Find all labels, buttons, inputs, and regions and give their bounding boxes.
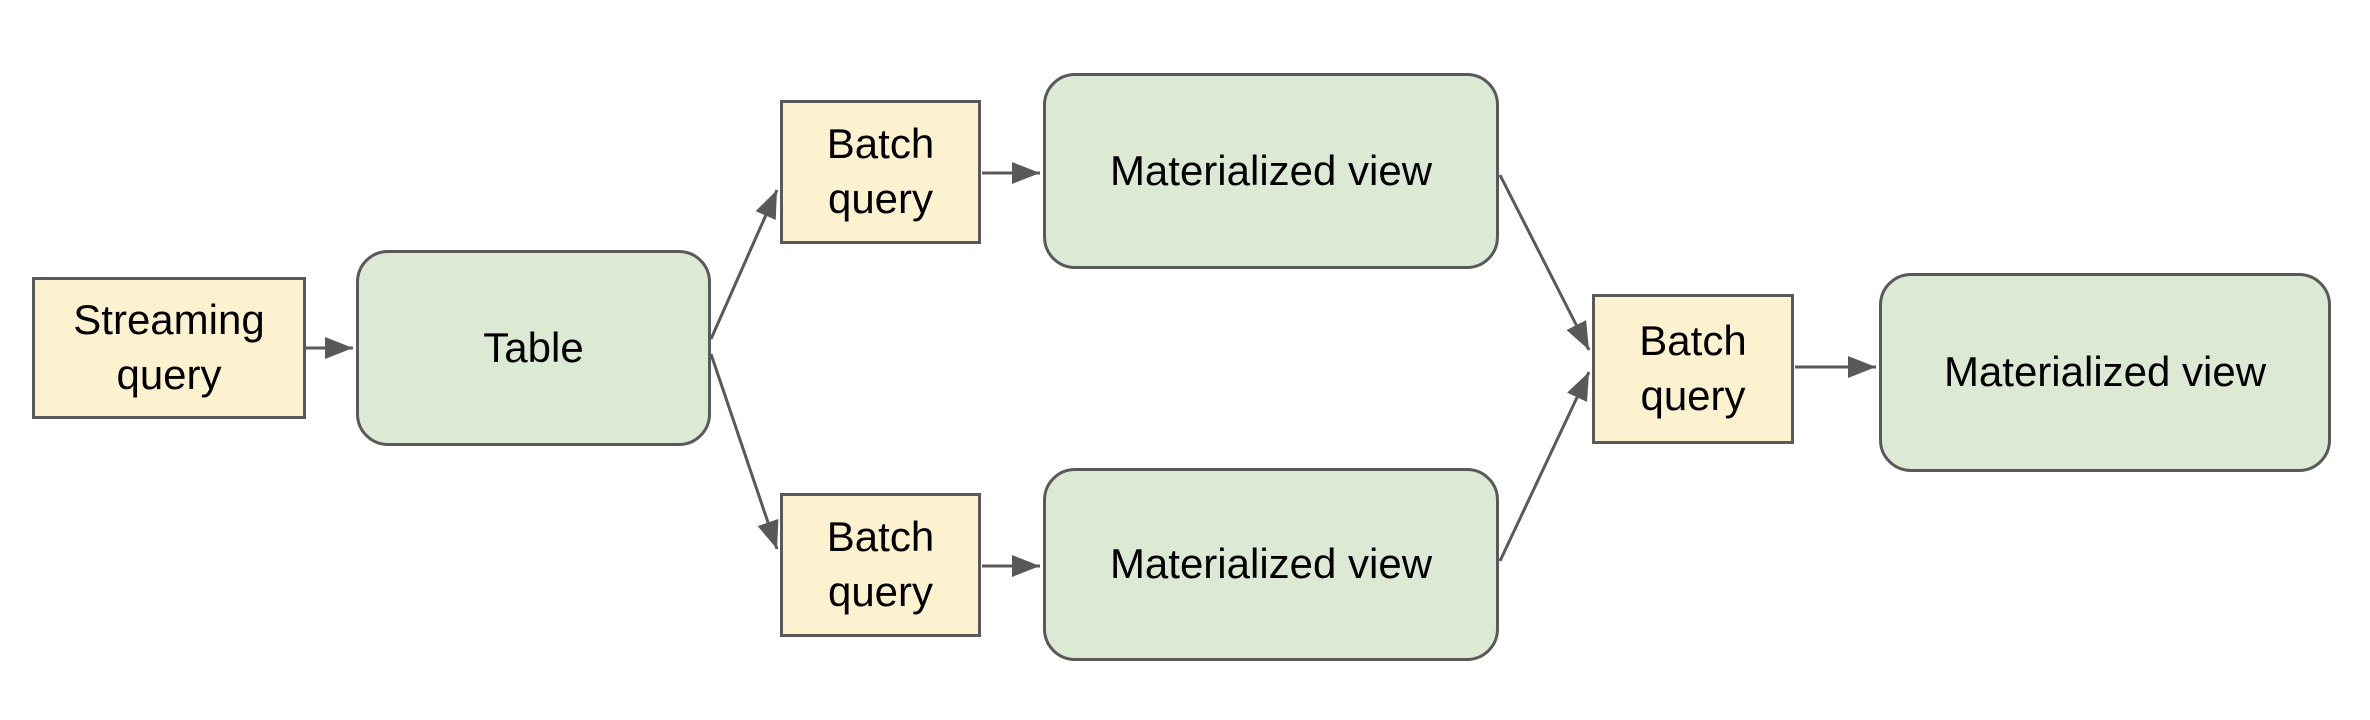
table-node: Table	[356, 250, 711, 446]
batch-query-top-label: Batch query	[826, 120, 935, 222]
streaming-query-node: Streaming query	[32, 277, 306, 419]
edge-materialized-view-top-to-batch-query-right	[1498, 174, 1591, 351]
edge-materialized-view-bottom-to-batch-query-right	[1498, 371, 1591, 562]
batch-query-right-label: Batch query	[1639, 317, 1747, 419]
batch-query-right-node: Batch query	[1592, 294, 1794, 444]
materialized-view-bottom-node: Materialized view	[1043, 468, 1499, 661]
batch-query-bottom-node: Batch query	[780, 493, 981, 637]
materialized-view-bottom-label: Materialized view	[1109, 540, 1433, 588]
batch-query-bottom-label: Batch query	[826, 513, 935, 615]
table-label: Table	[483, 323, 584, 371]
edge-table-to-batch-query-bottom	[709, 353, 779, 550]
materialized-view-top-label: Materialized view	[1109, 146, 1433, 194]
materialized-view-final-label: Materialized view	[1943, 348, 2267, 396]
materialized-view-top-node: Materialized view	[1043, 73, 1499, 269]
batch-query-top-node: Batch query	[780, 100, 981, 244]
streaming-query-label: Streaming query	[73, 296, 265, 398]
materialized-view-final-node: Materialized view	[1879, 273, 2331, 472]
edge-table-to-batch-query-top	[709, 189, 779, 340]
